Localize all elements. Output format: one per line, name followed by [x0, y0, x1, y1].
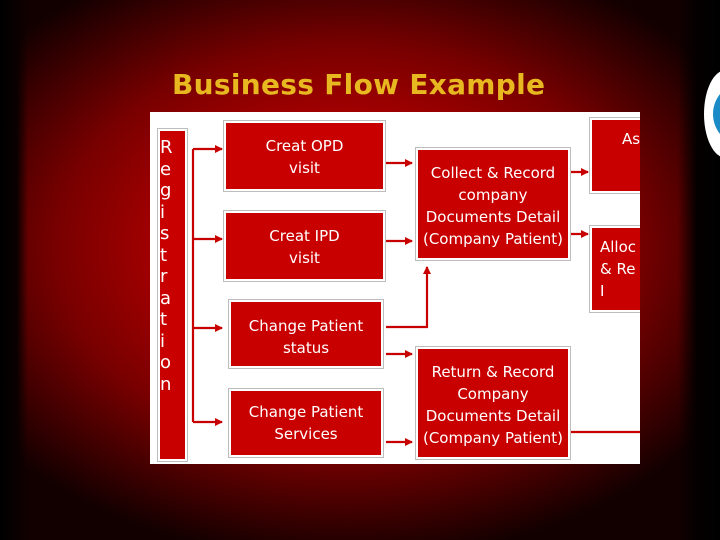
creat-opd-visit-box: Creat OPD visit: [223, 120, 386, 192]
change-patient-services-box: Change Patient Services: [228, 388, 384, 458]
logo-circle: [713, 82, 720, 146]
registration-letter: r: [160, 266, 168, 287]
partial-alloc-box: Alloc & Re I: [589, 225, 640, 313]
connector-arrows: [191, 145, 640, 446]
partial-as-box: As: [589, 117, 640, 194]
flow-diagram: R e g i s t r a t i o n Creat OPD visit …: [150, 112, 640, 464]
registration-letter: R: [160, 137, 173, 158]
slide-title: Business Flow Example: [172, 68, 546, 101]
registration-letter: t: [160, 244, 168, 266]
logo-icon: [704, 70, 720, 158]
registration-letter: a: [160, 287, 172, 309]
collect-record-documents-box: Collect & Record company Documents Detai…: [415, 147, 571, 261]
registration-letter: e: [160, 158, 172, 180]
registration-letter: o: [160, 352, 172, 373]
arrow-status-up-to-collect: [386, 266, 431, 329]
change-patient-status-box: Change Patient status: [228, 299, 384, 369]
return-record-documents-box: Return & Record Company Documents Detail…: [415, 346, 571, 460]
registration-letter: n: [160, 373, 172, 395]
registration-letter: i: [160, 201, 166, 223]
registration-letter: s: [160, 223, 170, 244]
slide-left-edge: [0, 0, 28, 540]
registration-letter: g: [160, 180, 172, 201]
registration-letter: i: [160, 330, 166, 352]
creat-ipd-visit-box: Creat IPD visit: [223, 210, 386, 282]
registration-box: R e g i s t r a t i o n: [157, 128, 188, 462]
registration-letter: t: [160, 309, 168, 330]
